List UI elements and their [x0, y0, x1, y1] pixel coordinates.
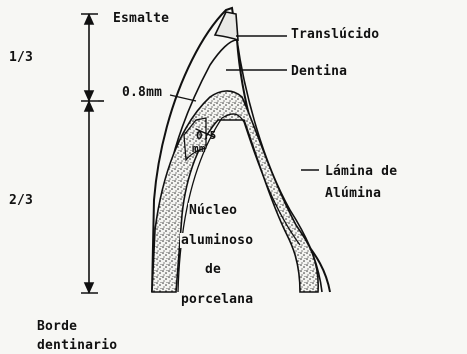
enamel-label: Esmalte: [113, 11, 169, 26]
thickness-08-label: 0.8mm: [122, 85, 162, 100]
thickness-05-unit-label: mm: [192, 143, 206, 154]
translucent-label: Translúcido: [291, 27, 379, 42]
core-label-line4: porcelana: [180, 292, 254, 307]
scale-upper-third-label: 1/3: [9, 50, 33, 65]
core-label-line3: de: [204, 262, 222, 277]
scale-lower-two-thirds-label: 2/3: [9, 193, 33, 208]
alumina-foil-label-line1: Lámina de: [325, 164, 397, 179]
alumina-core: [152, 91, 318, 292]
dentine-border-label-line1: Borde: [37, 319, 77, 334]
core-label-line1: Núcleo: [188, 203, 238, 218]
thickness-05-label: 0.5: [196, 130, 216, 141]
dentine-label: Dentina: [291, 64, 347, 79]
dentine-border-label-line2: dentinario: [37, 338, 117, 353]
measurement-scale: [81, 14, 104, 293]
translucent-zone: [215, 12, 238, 40]
core-label-line2: aluminoso: [180, 233, 254, 248]
alumina-foil-label-line2: Alúmina: [325, 186, 381, 201]
